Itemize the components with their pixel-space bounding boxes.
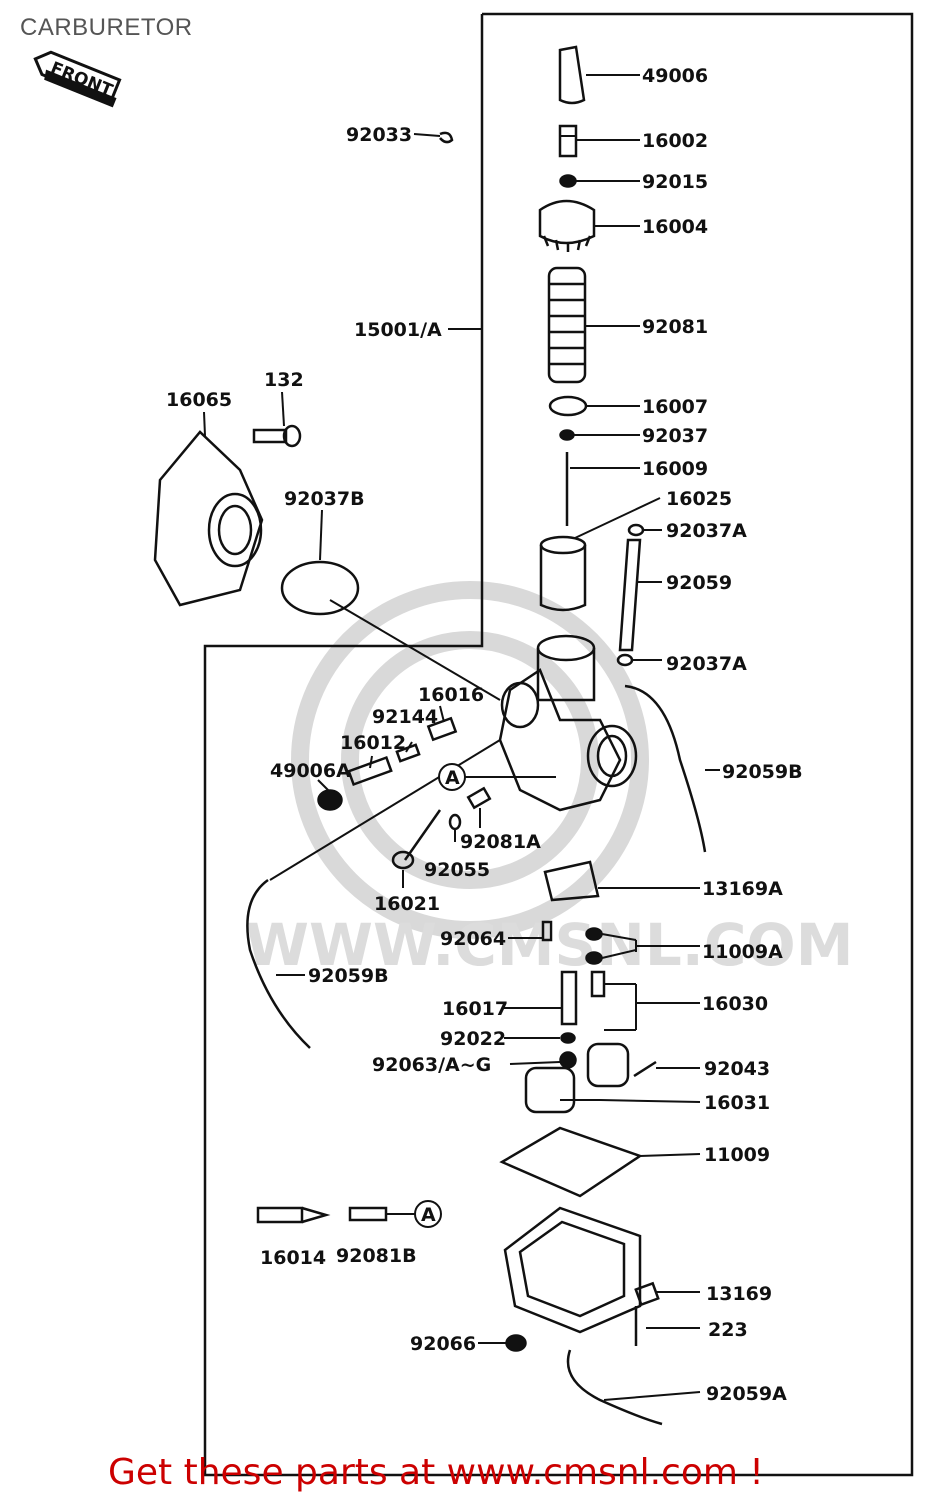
part-92144 xyxy=(395,743,421,763)
part-tube-92059A xyxy=(566,1349,663,1426)
label-92144: 92144 xyxy=(372,706,438,728)
part-11009A-b xyxy=(585,951,603,965)
diagram-title: CARBURETOR xyxy=(20,14,193,41)
leader-lines xyxy=(203,74,720,1401)
front-arrow-icon: FRONT xyxy=(33,50,122,108)
part-screw-16014 xyxy=(256,1206,331,1224)
part-bolt-132 xyxy=(252,424,302,448)
label-92022: 92022 xyxy=(440,1028,506,1050)
label-92037b: 92037B xyxy=(284,488,365,510)
part-plate-16007 xyxy=(548,395,588,417)
part-gasket-11009 xyxy=(499,1126,643,1198)
label-49006: 49006 xyxy=(642,65,708,87)
label-15001-a: 15001/A xyxy=(354,319,442,341)
part-washer-92015 xyxy=(559,174,577,188)
part-throttle-valve-16025 xyxy=(539,535,587,612)
label-92059b-right: 92059B xyxy=(722,761,803,783)
part-top-cap-16004 xyxy=(538,199,596,252)
part-tube-92059B-right xyxy=(624,684,707,853)
part-oring-92037A-bottom xyxy=(616,653,634,667)
part-cap-49006A xyxy=(317,789,343,811)
callout-a-spring: A xyxy=(414,1200,442,1228)
label-92081: 92081 xyxy=(642,316,708,338)
part-cap-49006 xyxy=(558,45,586,105)
label-16025: 16025 xyxy=(666,488,732,510)
part-holder-16065 xyxy=(153,430,264,607)
label-92055: 92055 xyxy=(424,859,490,881)
part-11009A-a xyxy=(585,927,603,941)
label-11009: 11009 xyxy=(704,1144,770,1166)
label-16007: 16007 xyxy=(642,396,708,418)
label-223: 223 xyxy=(708,1319,748,1341)
footer-link[interactable]: Get these parts at www.cmsnl.com ! xyxy=(108,1452,764,1493)
label-16002: 16002 xyxy=(642,130,708,152)
label-16004: 16004 xyxy=(642,216,708,238)
part-screw-16021 xyxy=(391,809,442,870)
label-16016: 16016 xyxy=(418,684,484,706)
label-13169: 13169 xyxy=(706,1283,772,1305)
part-adjuster-16002 xyxy=(558,124,578,158)
callout-a-body: A xyxy=(438,763,556,791)
label-92059a: 92059A xyxy=(706,1383,787,1405)
label-92081b: 92081B xyxy=(336,1245,417,1267)
label-16030: 16030 xyxy=(702,993,768,1015)
callout-a-label-2: A xyxy=(421,1204,436,1226)
part-carburetor-body-15001 xyxy=(498,634,638,812)
label-16065: 16065 xyxy=(166,389,232,411)
label-92063-a-g: 92063/A~G xyxy=(372,1054,491,1076)
part-clip-92037 xyxy=(559,429,575,441)
label-132: 132 xyxy=(264,369,304,391)
assembly-frame xyxy=(203,12,914,1477)
part-92064 xyxy=(541,920,553,942)
part-clip-92033 xyxy=(439,131,454,144)
label-92037a-bottom: 92037A xyxy=(666,653,747,675)
part-plug-92066 xyxy=(505,1334,527,1352)
label-92043: 92043 xyxy=(704,1058,770,1080)
part-labels: 49006 16002 92033 92015 16004 92081 1500… xyxy=(166,65,803,1405)
part-float-16031 xyxy=(524,1042,630,1114)
label-13169a: 13169A xyxy=(702,878,783,900)
label-16017: 16017 xyxy=(442,998,508,1020)
label-16031: 16031 xyxy=(704,1092,770,1114)
label-16012: 16012 xyxy=(340,732,406,754)
part-float-bowl xyxy=(503,1206,642,1334)
label-16014: 16014 xyxy=(260,1247,326,1269)
part-16016 xyxy=(426,716,458,742)
label-16021: 16021 xyxy=(374,893,440,915)
label-92064: 92064 xyxy=(440,928,506,950)
callout-a-label: A xyxy=(445,767,460,789)
label-49006a: 49006A xyxy=(270,760,351,782)
label-92015: 92015 xyxy=(642,171,708,193)
label-92037a-top: 92037A xyxy=(666,520,747,542)
label-16009: 16009 xyxy=(642,458,708,480)
label-92059b-left: 92059B xyxy=(308,965,389,987)
label-92037: 92037 xyxy=(642,425,708,447)
part-13169 xyxy=(634,1281,660,1307)
label-92059: 92059 xyxy=(666,572,732,594)
part-tube-92059B-left xyxy=(246,878,311,1049)
part-screw-16012 xyxy=(347,755,393,787)
label-92066: 92066 xyxy=(410,1333,476,1355)
part-tube-92059 xyxy=(618,538,642,652)
part-oring-92055 xyxy=(448,813,462,831)
part-jet-16017 xyxy=(560,970,578,1026)
part-clamp-92037B xyxy=(280,560,360,616)
label-92033: 92033 xyxy=(346,124,412,146)
part-92063 xyxy=(559,1051,577,1069)
part-gasket-13169A xyxy=(543,860,600,902)
part-spring-92081 xyxy=(547,266,587,384)
part-92022 xyxy=(560,1032,576,1044)
watermark-logo: WWW.CMSNL.COM xyxy=(245,581,853,979)
part-pin-92043 xyxy=(633,1060,657,1078)
part-spring-92081A xyxy=(466,786,492,810)
label-92081a: 92081A xyxy=(460,831,541,853)
part-oring-92037A-top xyxy=(627,523,645,537)
part-spring-92081B xyxy=(348,1206,388,1222)
label-11009a: 11009A xyxy=(702,941,783,963)
